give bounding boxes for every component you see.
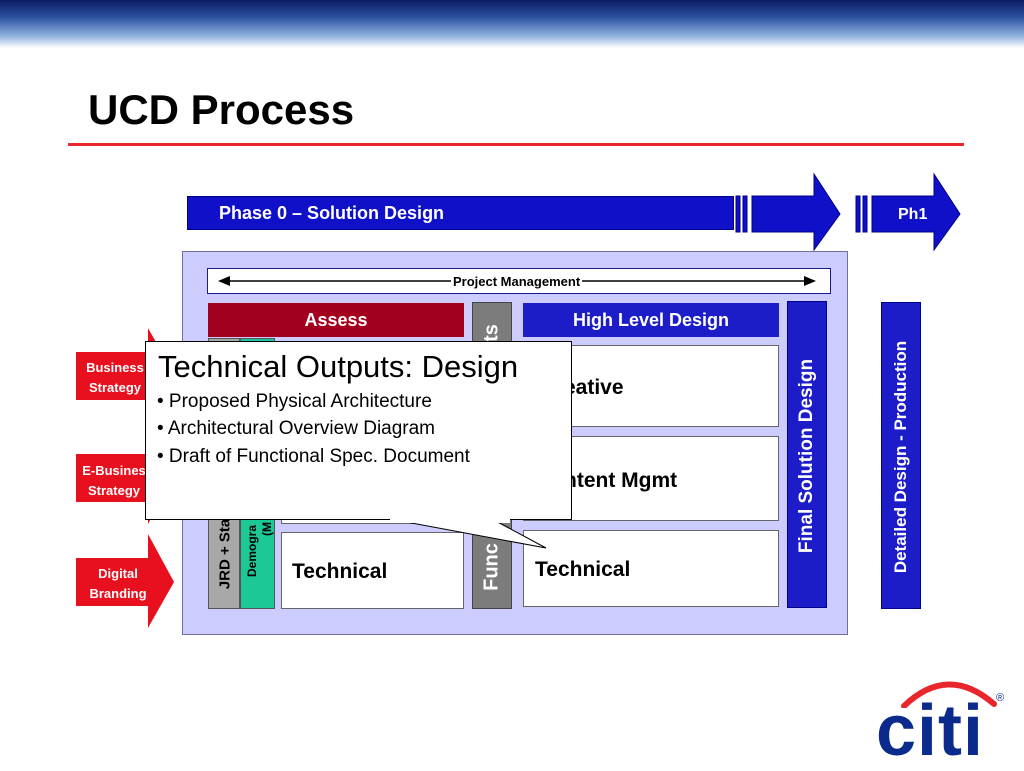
assess-technical-label: Technical xyxy=(292,560,388,583)
input-label-ebusiness-strategy: E-Busines Strategy xyxy=(82,463,146,498)
demographics-column-sublabel: (M xyxy=(260,522,274,536)
creative-label: eative xyxy=(564,376,624,399)
final-solution-design-label: Final Solution Design xyxy=(796,358,817,554)
callout-bullet-1: • Proposed Physical Architecture xyxy=(157,391,432,412)
input-label-business-strategy: Business Strategy xyxy=(86,360,144,395)
callout-bullet-3: • Draft of Functional Spec. Document xyxy=(157,446,470,467)
content-mgmt-label: ntent Mgmt xyxy=(564,469,678,492)
technical-outputs-callout xyxy=(145,341,572,520)
final-solution-design-column: Final Solution Design xyxy=(787,301,827,608)
detailed-design-label: Detailed Design - Production xyxy=(891,340,910,574)
demographics-column-label: Demogra xyxy=(245,524,259,578)
citi-logo-arc-icon xyxy=(901,681,997,708)
assess-header: Assess xyxy=(208,303,464,337)
phase0-bar xyxy=(187,196,734,230)
project-management-label: Project Management xyxy=(451,274,583,289)
phase0-label: Phase 0 – Solution Design xyxy=(219,203,445,223)
jrd-column-label: JRD + Sta xyxy=(216,518,234,590)
hld-technical-box xyxy=(523,530,779,607)
detailed-design-production-column: Detailed Design - Production xyxy=(881,302,921,609)
assess-technical-box xyxy=(281,532,464,609)
hld-technical-label: Technical xyxy=(535,558,631,581)
citi-logo-registered-mark: ® xyxy=(996,692,1005,704)
callout-title: Technical Outputs: Design xyxy=(158,349,519,384)
title-underline xyxy=(68,143,964,146)
slide-title: UCD Process xyxy=(88,86,355,133)
functional-column-label-top: ts xyxy=(480,324,503,342)
input-label-digital-branding: Digital Branding xyxy=(89,566,147,601)
phase-arrows-graphic xyxy=(735,172,961,252)
high-level-design-header: High Level Design xyxy=(523,303,779,337)
header-gradient-band xyxy=(0,0,1024,48)
callout-pointer-mask xyxy=(390,515,510,523)
citi-logo-text: citi xyxy=(876,691,985,771)
callout-bullet-2: • Architectural Overview Diagram xyxy=(157,418,436,439)
phase1-label: Ph1 xyxy=(898,206,928,223)
